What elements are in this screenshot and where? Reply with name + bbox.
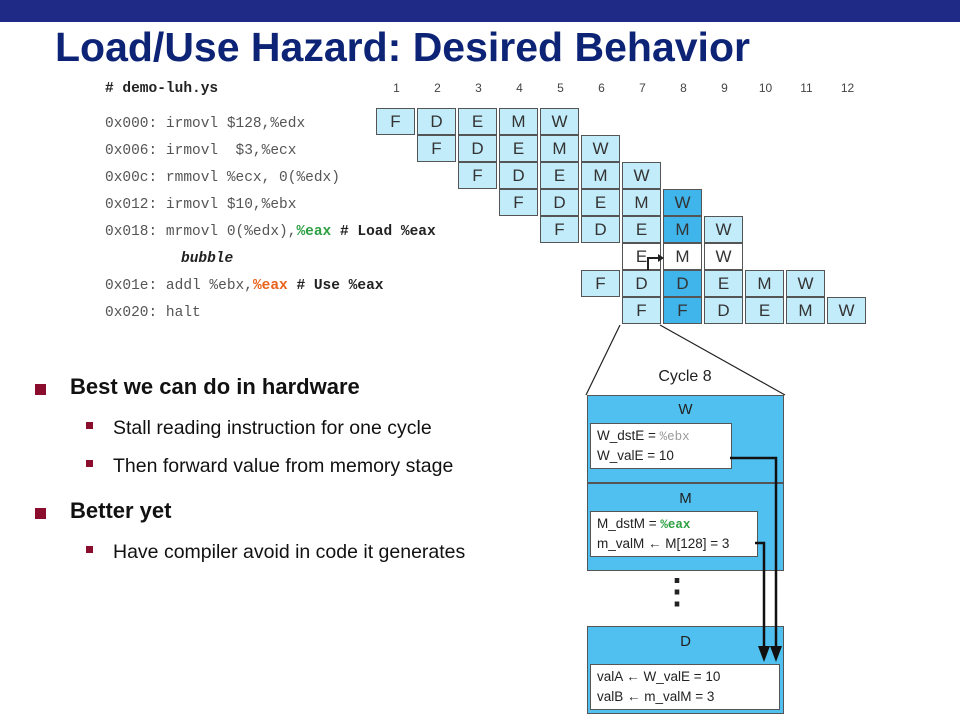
stage-cell: M <box>540 135 579 162</box>
bullet-2: Better yet <box>70 498 172 523</box>
stage-cell: D <box>663 270 702 297</box>
bullet-icon <box>35 508 46 519</box>
zoom-lines <box>585 324 786 396</box>
code-line: 0x012: irmovl $10,%ebx <box>105 197 297 213</box>
stage-cell: W <box>581 135 620 162</box>
stage-cell: E <box>540 162 579 189</box>
cycle-number: 6 <box>598 81 605 95</box>
stage-cell: W <box>704 216 743 243</box>
d-valb: valB ← m_valM = 3 <box>597 689 715 704</box>
stage-cell: D <box>458 135 497 162</box>
stage-cell: E <box>622 216 661 243</box>
cycle-number: 8 <box>680 81 687 95</box>
code-header: # demo-luh.ys <box>105 81 219 97</box>
stage-cell: W <box>540 108 579 135</box>
stage-cell: F <box>458 162 497 189</box>
sub-bullet-2: Then forward value from memory stage <box>113 455 454 477</box>
ellipsis-dots: ⋮ <box>660 573 694 611</box>
m-register: M M_dstM = %eax m_valM ← M[128] = 3 <box>587 483 784 571</box>
stage-cell: E <box>704 270 743 297</box>
stage-cell: F <box>581 270 620 297</box>
cycle-number: 10 <box>758 81 773 95</box>
bubble-arrow-icon <box>647 254 664 270</box>
stage-cell: M <box>622 189 661 216</box>
stage-cell: W <box>827 297 866 324</box>
cycle-number: 11 <box>800 81 813 95</box>
stage-cell: E <box>499 135 538 162</box>
stage-cell: D <box>540 189 579 216</box>
stage-cell: M <box>786 297 825 324</box>
w-vale: W_valE = 10 <box>597 448 674 463</box>
bullet-1: Best we can do in hardware <box>70 374 360 399</box>
stage-cell: E <box>745 297 784 324</box>
code-line: 0x000: irmovl $128,%edx <box>105 116 306 132</box>
d-register: D valA ← W_valE = 10 valB ← m_valM = 3 <box>587 626 784 714</box>
stage-cell: M <box>745 270 784 297</box>
m-label: M <box>679 490 692 507</box>
cycle-number: 4 <box>516 81 523 95</box>
w-dste: W_dstE = %ebx <box>597 428 690 444</box>
code-line-load: 0x018: mrmovl 0(%edx),%eax # Load %eax <box>105 224 436 240</box>
code-bubble: bubble <box>181 251 234 267</box>
stage-cell: F <box>499 189 538 216</box>
stage-cell: W <box>704 243 743 270</box>
stage-cell: D <box>581 216 620 243</box>
sub-bullet-icon <box>86 460 93 467</box>
d-vala: valA ← W_valE = 10 <box>597 669 721 684</box>
cycle-number: 12 <box>840 81 855 95</box>
stage-cell: F <box>417 135 456 162</box>
cycle-number: 1 <box>393 81 400 95</box>
stage-cell: D <box>704 297 743 324</box>
top-bar <box>0 0 960 22</box>
stage-cell: W <box>622 162 661 189</box>
forwarding-arrows <box>730 456 782 662</box>
stage-cell: F <box>663 297 702 324</box>
sub-bullet-icon <box>86 422 93 429</box>
cycle-number: 3 <box>475 81 482 95</box>
cycle-number: 2 <box>434 81 441 95</box>
load-register: %eax <box>296 224 332 240</box>
stage-cell: E <box>581 189 620 216</box>
d-fields: valA ← W_valE = 10 valB ← m_valM = 3 <box>590 664 780 710</box>
sub-bullet-3: Have compiler avoid in code it generates <box>113 541 466 563</box>
stage-cell: F <box>622 297 661 324</box>
cycle-number: 5 <box>557 81 564 95</box>
stage-cell: W <box>663 189 702 216</box>
stage-cell: M <box>663 243 702 270</box>
sub-bullet-icon <box>86 546 93 553</box>
w-fields: W_dstE = %ebx W_valE = 10 <box>590 423 732 469</box>
code-line: 0x006: irmovl $3,%ecx <box>105 143 297 159</box>
w-register: W W_dstE = %ebx W_valE = 10 <box>587 395 784 483</box>
stage-cell: F <box>376 108 415 135</box>
m-dstm: M_dstM = %eax <box>597 516 691 532</box>
cycle-number: 9 <box>721 81 728 95</box>
stage-cell: F <box>540 216 579 243</box>
bullet-icon <box>35 384 46 395</box>
stage-cell: W <box>786 270 825 297</box>
m-valm: m_valM ← M[128] = 3 <box>597 536 730 551</box>
stage-cell: D <box>622 270 661 297</box>
sub-bullet-1: Stall reading instruction for one cycle <box>113 417 432 439</box>
stage-cell: M <box>663 216 702 243</box>
code-line: 0x00c: rmmovl %ecx, 0(%edx) <box>105 170 340 186</box>
d-label: D <box>680 633 691 650</box>
stage-cell: M <box>581 162 620 189</box>
cycle-number: 7 <box>639 81 646 95</box>
cycle-label: Cycle 8 <box>658 368 712 385</box>
stage-cell: D <box>417 108 456 135</box>
m-fields: M_dstM = %eax m_valM ← M[128] = 3 <box>590 511 758 557</box>
stage-cell: M <box>499 108 538 135</box>
slide-title: Load/Use Hazard: Desired Behavior <box>55 24 750 70</box>
stage-cell: D <box>499 162 538 189</box>
use-register: %eax <box>252 278 288 294</box>
stage-cell: E <box>458 108 497 135</box>
stage-cell: E <box>622 243 661 270</box>
code-line: 0x020: halt <box>105 305 201 321</box>
code-line-use: 0x01e: addl %ebx,%eax # Use %eax <box>105 278 384 294</box>
w-label: W <box>678 401 693 418</box>
